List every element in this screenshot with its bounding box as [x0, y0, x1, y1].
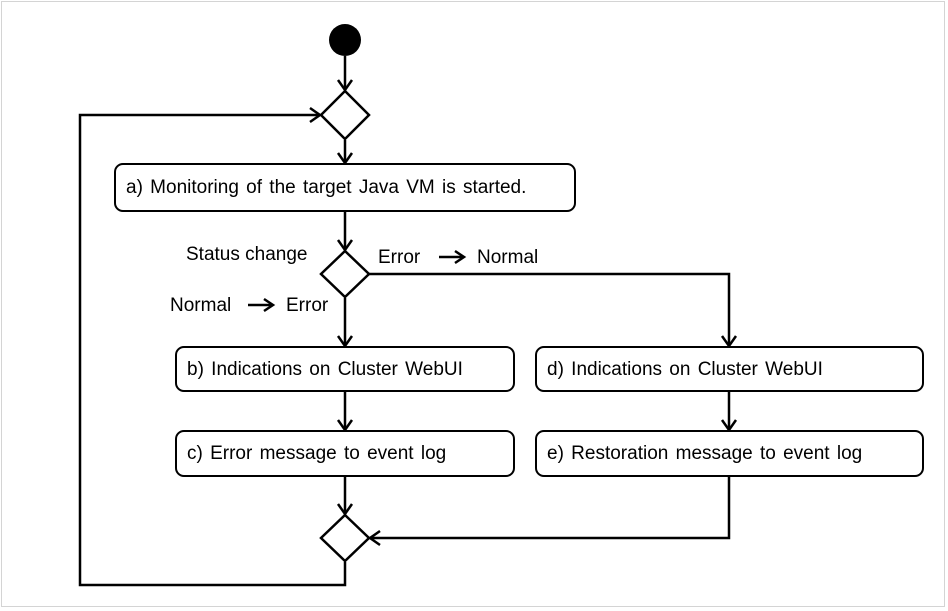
decision-diamond	[319, 249, 371, 299]
step-d-box: d) Indications on Cluster WebUI	[535, 346, 924, 392]
flow-step-e-to-merge	[370, 477, 731, 540]
step-d-label: d) Indications on Cluster WebUI	[547, 358, 823, 380]
error-to-normal-to: Normal	[477, 247, 539, 268]
merge-diamond-bottom	[319, 513, 371, 563]
step-c-label: c) Error message to event log	[187, 443, 447, 464]
step-a-label: a) Monitoring of the target Java VM is s…	[126, 177, 527, 198]
status-change-label: Status change	[186, 244, 308, 265]
step-c-box: c) Error message to event log	[175, 430, 515, 477]
normal-to-error-from: Normal	[170, 295, 232, 316]
arrowhead	[454, 249, 467, 265]
initial-node	[329, 24, 361, 56]
step-b-box: b) Indications on Cluster WebUI	[175, 346, 515, 392]
step-b-label: b) Indications on Cluster WebUI	[187, 358, 463, 380]
flow-decision-to-step-d	[369, 272, 731, 346]
step-a-box: a) Monitoring of the target Java VM is s…	[114, 163, 576, 212]
step-e-label: e) Restoration message to event log	[547, 443, 863, 464]
error-to-normal-from: Error	[378, 247, 421, 268]
arrowhead	[263, 297, 276, 313]
flow-loop-back	[78, 113, 347, 587]
normal-to-error-to: Error	[286, 295, 329, 316]
merge-diamond-top	[319, 89, 371, 141]
step-e-box: e) Restoration message to event log	[535, 430, 924, 477]
